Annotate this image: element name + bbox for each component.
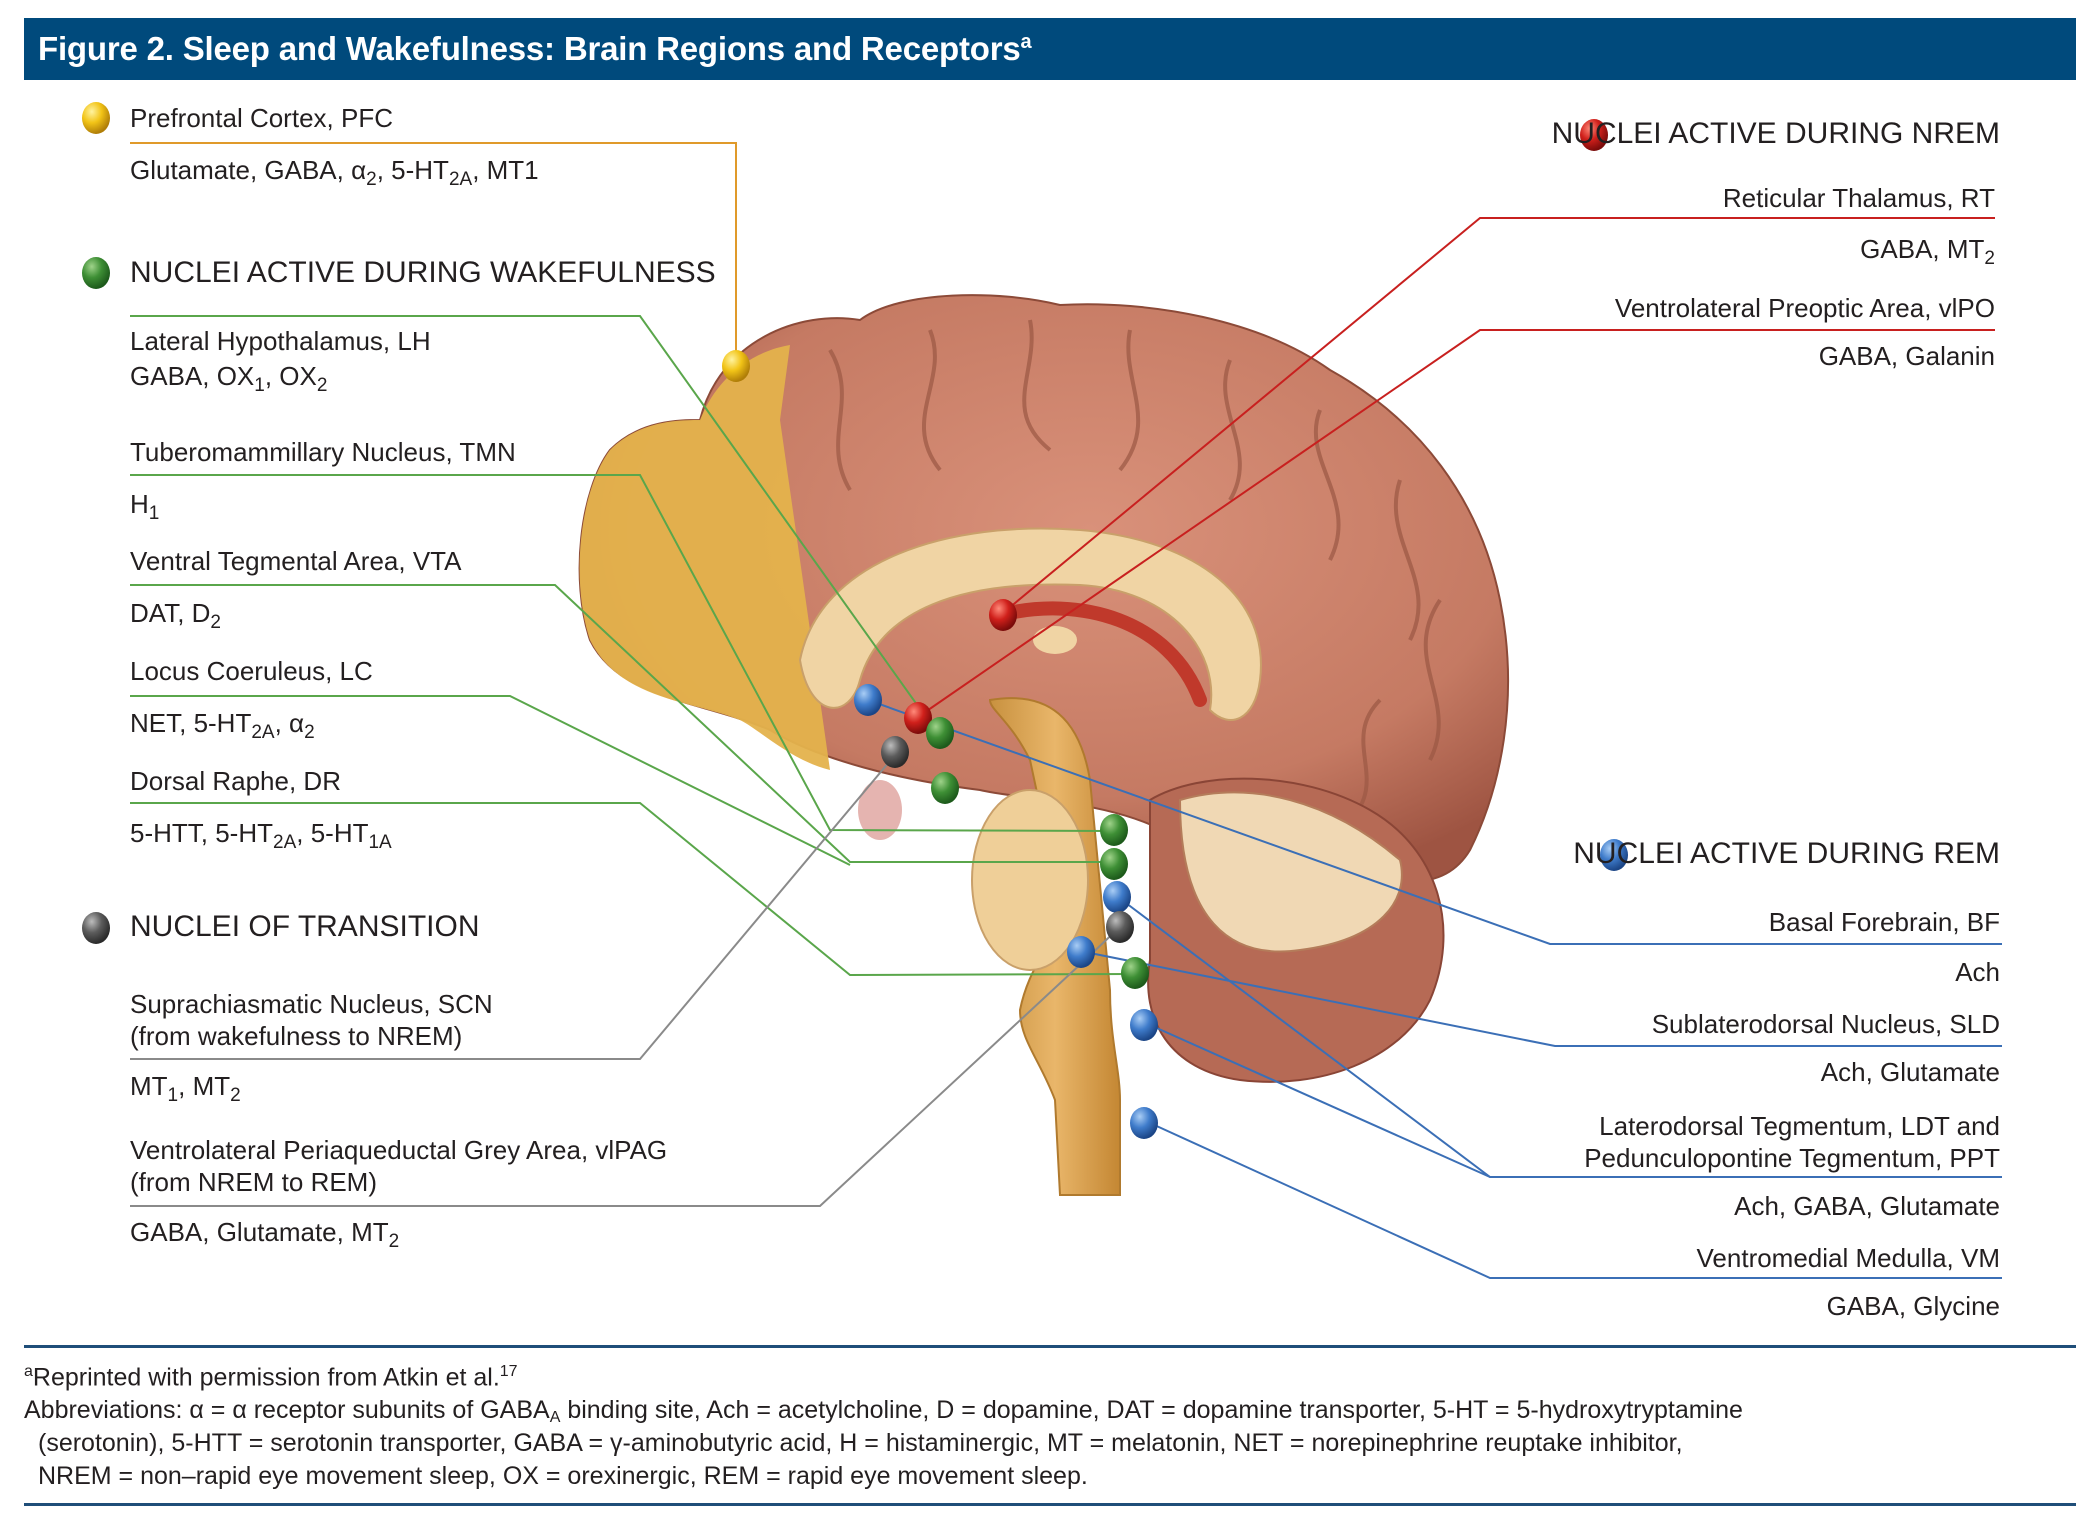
marker-sld: [1067, 936, 1095, 968]
tmn-name: Tuberomammillary Nucleus, TMN: [130, 437, 516, 467]
marker-lh: [926, 717, 954, 749]
legend-dot-transition-icon: [82, 912, 110, 944]
vta-receptors: DAT, D2: [130, 598, 221, 633]
leader-ldt-ppt-2: [1149, 1024, 1491, 1178]
marker-vm: [1130, 1107, 1158, 1139]
legend-dot-wake-icon: [82, 257, 110, 289]
scn-note: (from wakefulness to NREM): [130, 1021, 463, 1051]
lh-name: Lateral Hypothalamus, LH: [130, 326, 431, 356]
marker-ppt: [1130, 1009, 1158, 1041]
marker-ldt: [1103, 881, 1131, 913]
footnote-abbreviations: Abbreviations: α = α receptor subunits o…: [24, 1396, 1743, 1491]
ppt-name: Pedunculopontine Tegmentum, PPT: [1584, 1143, 2000, 1173]
rt-name: Reticular Thalamus, RT: [1722, 183, 1995, 213]
vta-name: Ventral Tegmental Area, VTA: [130, 546, 462, 576]
marker-vlpag: [1106, 911, 1134, 943]
figure-title-bar: Figure 2. Sleep and Wakefulness: Brain R…: [24, 18, 2076, 80]
pons: [971, 789, 1089, 971]
leader-rt: [1002, 217, 1995, 614]
legend-dot-nrem-icon: [1580, 119, 1608, 151]
vlpag-receptors: GABA, Glutamate, MT2: [130, 1217, 400, 1252]
figure-title: Figure 2. Sleep and Wakefulness: Brain R…: [38, 30, 1032, 67]
vlpag-name: Ventrolateral Periaqueductal Grey Area, …: [130, 1135, 668, 1165]
marker-vta: [1100, 814, 1128, 846]
leader-tmn: [130, 474, 1111, 832]
footer-rule-bottom: [24, 1503, 2076, 1506]
nucleus-markers: [722, 350, 1158, 1139]
footnote: aReprinted with permission from Atkin et…: [24, 1355, 2076, 1493]
sld-name: Sublaterodorsal Nucleus, SLD: [1651, 1009, 2000, 1039]
sld-receptors: Ach, Glutamate: [1820, 1057, 2000, 1087]
vm-receptors: GABA, Glycine: [1826, 1291, 2000, 1321]
legend-dot-pfc-icon: [82, 102, 110, 134]
marker-scn: [881, 736, 909, 768]
leader-vta: [130, 584, 1112, 863]
thalamus-nucleus: [1033, 626, 1077, 654]
footnote-reprint: aReprinted with permission from Atkin et…: [24, 1363, 518, 1392]
rt-receptors: GABA, MT2: [1860, 234, 1995, 269]
marker-lc: [1100, 848, 1128, 880]
marker-bf: [854, 684, 882, 716]
marker-vlpo: [904, 702, 932, 734]
lc-receptors: NET, 5-HT2A, α2: [130, 708, 315, 743]
transition-heading: NUCLEI OF TRANSITION: [130, 910, 480, 943]
pfc-name: Prefrontal Cortex, PFC: [130, 103, 393, 133]
wake-heading: NUCLEI ACTIVE DURING WAKEFULNESS: [130, 256, 716, 289]
pituitary: [858, 780, 902, 840]
leader-vlpag: [130, 924, 1123, 1207]
lc-name: Locus Coeruleus, LC: [130, 656, 373, 686]
scn-receptors: MT1, MT2: [130, 1071, 241, 1106]
footer-rule-top: [24, 1345, 2076, 1348]
prefrontal-region: [579, 345, 830, 770]
dr-receptors: 5-HTT, 5-HT2A, 5-HT1A: [130, 818, 392, 853]
reticular-thalamus-band: [993, 601, 1207, 707]
leader-pfc: [130, 142, 737, 360]
legend-dot-rem-icon: [1600, 839, 1628, 871]
marker-rt: [989, 599, 1017, 631]
bf-name: Basal Forebrain, BF: [1768, 907, 2000, 937]
marker-pfc: [722, 350, 750, 382]
corpus-callosum: [798, 527, 1262, 721]
vm-name: Ventromedial Medulla, VM: [1696, 1243, 2000, 1273]
rem-heading: NUCLEI ACTIVE DURING REM: [1573, 837, 2000, 870]
ldt-ppt-receptors: Ach, GABA, Glutamate: [1734, 1191, 2000, 1221]
vlpo-name: Ventrolateral Preoptic Area, vlPO: [1614, 293, 1995, 323]
scn-name: Suprachiasmatic Nucleus, SCN: [130, 989, 493, 1019]
tmn-receptors: H1: [130, 489, 160, 524]
marker-dr: [1121, 957, 1149, 989]
lh-receptors: GABA, OX1, OX2: [130, 361, 328, 396]
vlpag-note: (from NREM to REM): [130, 1167, 377, 1197]
pfc-receptors: Glutamate, GABA, α2, 5-HT2A, MT1: [130, 155, 539, 190]
leader-bf: [867, 699, 2002, 945]
leader-vm: [1149, 1122, 2002, 1279]
ldt-name: Laterodorsal Tegmentum, LDT and: [1599, 1111, 2000, 1141]
leader-lc: [130, 695, 851, 866]
vlpo-receptors: GABA, Galanin: [1818, 341, 1995, 371]
leader-vlpo: [917, 329, 1995, 718]
leader-sld: [1084, 951, 2002, 1047]
nrem-heading: NUCLEI ACTIVE DURING NREM: [1551, 117, 2000, 150]
dr-name: Dorsal Raphe, DR: [130, 766, 341, 796]
bf-receptors: Ach: [1955, 957, 2000, 987]
leader-scn: [130, 754, 896, 1060]
marker-tmn: [931, 772, 959, 804]
leader-lh: [130, 315, 941, 738]
leader-dr: [130, 802, 1136, 977]
gyri: [828, 319, 1442, 822]
